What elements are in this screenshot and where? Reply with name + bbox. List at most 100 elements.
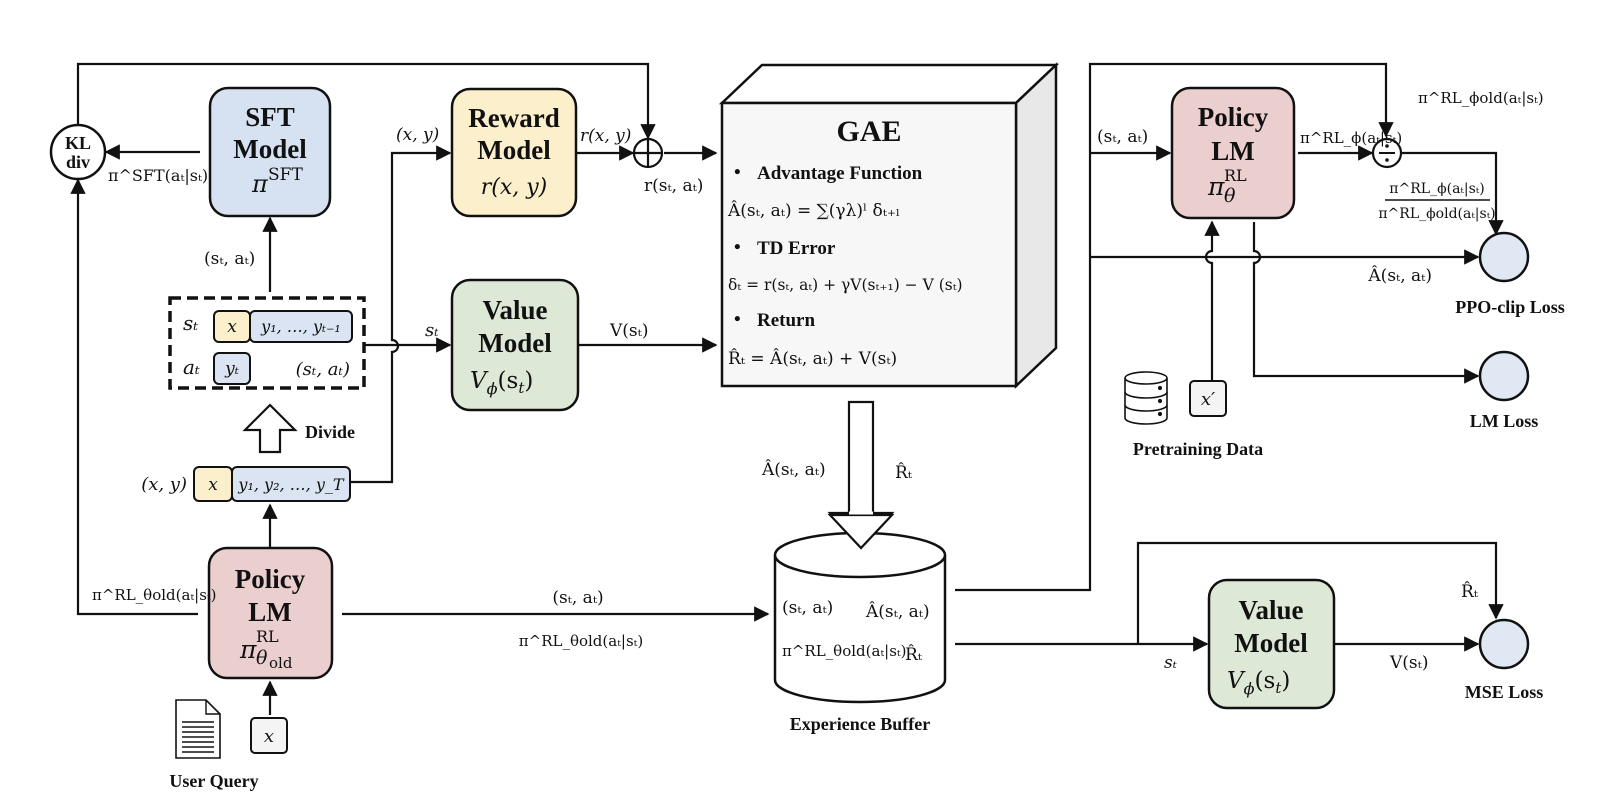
policy-old-symbol: π xyxy=(239,635,257,664)
policy-old-subsub: old xyxy=(269,654,293,672)
sequence-label: (x, y) xyxy=(141,474,187,495)
state-history-text: y₁, …, yₜ₋₁ xyxy=(260,317,341,336)
sequence-x-text: x xyxy=(208,475,218,495)
ratio-node xyxy=(1371,137,1403,169)
pretraining-to-policy-wire xyxy=(1204,220,1220,392)
policy-old-rect xyxy=(207,546,334,680)
label-return-to-mse: R̂ₜ xyxy=(1461,582,1479,602)
experience-buffer: (sₜ, aₜ) Â(sₜ, aₜ) π^RL_θold(aₜ|sₜ) R̂ₜ … xyxy=(773,511,947,734)
gae-return-formula: R̂ₜ = Â(sₜ, aₜ) + V(sₜ) xyxy=(728,348,897,369)
gae-title: GAE xyxy=(836,115,901,148)
pretraining-label: Pretraining Data xyxy=(1133,439,1263,459)
label-buffer-to-policy: (sₜ, aₜ) xyxy=(1097,127,1148,147)
sft-model-title-2: Model xyxy=(233,134,307,164)
mse-loss-node xyxy=(1478,618,1530,670)
edge-labels: π^SFT(aₜ|sₜ) (sₜ, aₜ) (x, y) r(x, y) r(s… xyxy=(92,89,1544,673)
value-model-top-box: Value Model Vϕ(st) xyxy=(450,278,580,412)
action-token-text: yₜ xyxy=(224,359,240,379)
query-x-token xyxy=(250,717,288,754)
policy-old-sub: θ xyxy=(256,647,268,669)
buffer-item-advantage: Â(sₜ, aₜ) xyxy=(865,601,930,622)
user-query: x User Query xyxy=(169,699,288,791)
sft-model-box: SFT Model π SFT xyxy=(208,86,332,218)
sft-model-sup: SFT xyxy=(268,165,303,185)
divide-box: sₜ x y₁, …, yₜ₋₁ aₜ yₜ (sₜ, aₜ) xyxy=(168,296,366,390)
database-icon xyxy=(1124,371,1168,425)
policy-new-box: Policy LM π RL θ xyxy=(1170,86,1296,220)
policy-new-symbol: π xyxy=(1207,172,1225,201)
pretraining-x-text: x′ xyxy=(1201,389,1215,410)
reward-model-rect xyxy=(450,87,578,218)
label-gae-return: R̂ₜ xyxy=(895,463,913,483)
gae-return-heading: Return xyxy=(757,310,815,331)
user-query-label: User Query xyxy=(169,771,258,791)
label-advantage-to-ppo: Â(sₜ, aₜ) xyxy=(1367,265,1432,286)
buffer-item-return: R̂ₜ xyxy=(905,645,923,665)
gae-bullet-1: • xyxy=(734,162,741,183)
kl-divergence-node: KL div xyxy=(49,123,107,181)
lm-loss-node xyxy=(1478,350,1530,402)
action-token xyxy=(213,352,251,385)
sequence-y-text: y₁, y₂, …, y_T xyxy=(237,475,344,494)
value-model-bottom-formula: Vϕ(st) xyxy=(1227,668,1290,698)
sft-model-title-1: SFT xyxy=(245,102,295,132)
value-model-top-title-1: Value xyxy=(482,295,547,325)
state-x-token-text: x xyxy=(227,317,237,337)
policy-new-sub: θ xyxy=(1224,185,1236,207)
gae-advantage-formula: Â(sₜ, aₜ) = ∑(γλ)ˡ δₜ₊ₗ xyxy=(727,200,900,221)
lm-loss-label: LM Loss xyxy=(1470,411,1539,431)
ppo-loss-label: PPO-clip Loss xyxy=(1455,297,1565,317)
divide-pair-label: (sₜ, aₜ) xyxy=(296,359,350,380)
buffer-body xyxy=(773,555,947,704)
label-to-buffer-bottom: π^RL_θold(aₜ|sₜ) xyxy=(519,632,643,650)
connections xyxy=(70,62,1504,715)
label-value-out: V(sₜ) xyxy=(609,321,648,341)
return-to-mse-wire xyxy=(1136,541,1504,644)
mse-loss-label: MSE Loss xyxy=(1465,682,1544,702)
state-history-token xyxy=(249,310,353,343)
value-model-bottom-box: Value Model Vϕ(st) xyxy=(1207,578,1336,710)
policy-old-title-1: Policy xyxy=(235,564,306,594)
gae-top-face xyxy=(718,63,1060,105)
divide-up-arrow xyxy=(242,403,298,454)
label-st-to-value: sₜ xyxy=(425,320,439,341)
buffer-item-state-action: (sₜ, aₜ) xyxy=(782,598,833,618)
policy-new-title-2: LM xyxy=(1211,136,1255,166)
label-policy-old-to-kl: π^RL_θold(aₜ|sₜ) xyxy=(92,586,216,604)
sequence-y-tokens xyxy=(231,466,351,502)
ppo-clip-loss: PPO-clip Loss xyxy=(1455,231,1565,317)
value-model-top-rect xyxy=(450,278,580,412)
policy-to-lm-loss-wire xyxy=(1252,222,1480,384)
policy-old-sup: RL xyxy=(256,627,279,646)
gae-bullet-2: • xyxy=(734,237,741,258)
gae-td-formula: δₜ = r(sₜ, aₜ) + γV(sₜ₊₁) − V (sₜ) xyxy=(728,276,963,294)
label-sft-to-kl: π^SFT(aₜ|sₜ) xyxy=(108,166,208,185)
div-label: div xyxy=(66,152,90,172)
sft-model-rect xyxy=(208,86,332,218)
value-model-bottom-title-1: Value xyxy=(1238,595,1303,625)
action-label: aₜ xyxy=(183,355,200,379)
policy-old-title-2: LM xyxy=(248,597,292,627)
reward-sum-node xyxy=(632,137,664,169)
query-x-text: x xyxy=(264,726,274,747)
gae-td-heading: TD Error xyxy=(757,238,836,259)
policy-new-rect xyxy=(1170,86,1296,220)
kl-label: KL xyxy=(65,133,91,153)
label-xy-to-reward: (x, y) xyxy=(396,125,439,145)
reward-model-formula: r(x, y) xyxy=(481,175,548,200)
label-st-to-value-bottom: sₜ xyxy=(1164,653,1178,673)
policy-new-title-1: Policy xyxy=(1198,102,1269,132)
policy-old-to-kl-wire xyxy=(70,178,198,616)
value-model-bottom-rect xyxy=(1207,578,1336,710)
gae-box: GAE • Advantage Function Â(sₜ, aₜ) = ∑(γ… xyxy=(718,62,1060,389)
pretraining-x-token xyxy=(1189,380,1227,417)
label-state-action-to-sft: (sₜ, aₜ) xyxy=(204,249,255,269)
value-model-top-formula: Vϕ(st) xyxy=(470,368,533,398)
lm-loss: LM Loss xyxy=(1470,350,1539,431)
reward-model-title-1: Reward xyxy=(468,103,559,133)
state-label: sₜ xyxy=(183,311,198,335)
policy-new-sup: RL xyxy=(1224,166,1247,185)
divide-dashed-frame xyxy=(168,296,366,390)
label-reward-out: r(x, y) xyxy=(580,126,631,146)
